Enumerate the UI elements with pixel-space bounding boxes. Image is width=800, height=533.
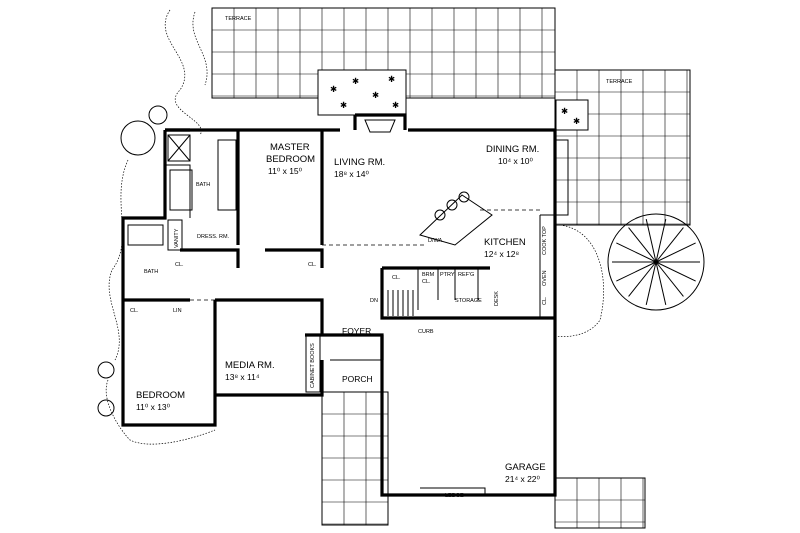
porch-label: PORCH [342, 374, 373, 384]
exterior-walls [121, 113, 557, 497]
curb-label: CURB [418, 329, 434, 335]
terrace-right-label: TERRACE [606, 79, 633, 85]
dress-room-label: DRESS. RM. [197, 234, 230, 240]
cook-top-label: COOK TOP [542, 226, 548, 255]
refrigerator-label: REF'G [458, 272, 474, 278]
dining-room-label: DINING RM. [486, 144, 539, 155]
linen-label: LIN [173, 308, 182, 314]
closet-bedroom-label: CL. [130, 308, 139, 314]
garage-dims: 21⁴ x 22⁰ [505, 474, 541, 484]
shrubbery [105, 9, 604, 445]
media-room-label: MEDIA RM. [225, 360, 275, 371]
driveway-paving [321, 391, 646, 529]
bath-lower-label: BATH [144, 269, 158, 275]
master-bedroom-label: MASTER [270, 142, 310, 153]
svg-text:✱: ✱ [330, 84, 337, 94]
terrace-top-paving [211, 7, 556, 99]
tree-right [607, 213, 705, 311]
svg-text:✱: ✱ [573, 116, 580, 126]
svg-text:✱: ✱ [340, 100, 347, 110]
interior-details [127, 134, 569, 495]
living-room-label: LIVING RM. [334, 157, 385, 168]
dishwasher-label: D/WA [428, 238, 442, 244]
foyer-label: FOYER [342, 326, 371, 336]
closet-master-label: CL. [308, 262, 317, 268]
svg-text:✱: ✱ [388, 74, 395, 84]
kitchen-dims: 12⁴ x 12⁸ [484, 249, 520, 259]
closet-kitchen-label: CL. [542, 296, 548, 305]
media-room-dims: 13⁸ x 11⁴ [225, 372, 260, 382]
down-stair-label: DN [370, 298, 378, 304]
master-bedroom-dims: 11⁰ x 15⁰ [268, 166, 303, 176]
tree-left [97, 105, 168, 417]
closet-hall-label: CL. [392, 275, 401, 281]
garage-label: GARAGE [505, 462, 546, 473]
closet-dress-label: CL. [175, 262, 184, 268]
broom-closet-label: CL. [422, 279, 431, 285]
svg-text:✱: ✱ [392, 100, 399, 110]
cabinet-books-label: CABINET BOOKS [310, 343, 316, 388]
pantry-label: PTRY [440, 272, 455, 278]
planter-box: ✱✱ ✱✱ ✱✱ [317, 69, 407, 116]
living-room-dims: 18⁸ x 14⁰ [334, 169, 369, 179]
svg-text:✱: ✱ [561, 106, 568, 116]
master-bedroom-label-2: BEDROOM [266, 154, 315, 165]
storage-label: STORAGE [455, 298, 482, 304]
terrace-top-label: TERRACE [225, 16, 252, 22]
bath-upper-label: BATH [196, 182, 210, 188]
broom-label: BRM [422, 272, 435, 278]
vanity-label: VANITY [174, 228, 180, 248]
desk-label: DESK [494, 291, 500, 306]
bedroom-label: BEDROOM [136, 390, 185, 401]
planter-box-right: ✱✱ [555, 99, 589, 131]
room-labels: TERRACE TERRACE MASTER BEDROOM 11⁰ x 15⁰… [130, 16, 633, 499]
kitchen-label: KITCHEN [484, 237, 526, 248]
oven-label: OVEN [542, 270, 548, 286]
svg-text:✱: ✱ [372, 90, 379, 100]
dining-room-dims: 10⁴ x 10⁰ [498, 156, 534, 166]
bedroom-dims: 11⁰ x 13⁰ [136, 402, 171, 412]
svg-text:✱: ✱ [352, 76, 359, 86]
terrace-right-paving [554, 69, 691, 226]
ledge-label: LEDGE [445, 493, 464, 499]
